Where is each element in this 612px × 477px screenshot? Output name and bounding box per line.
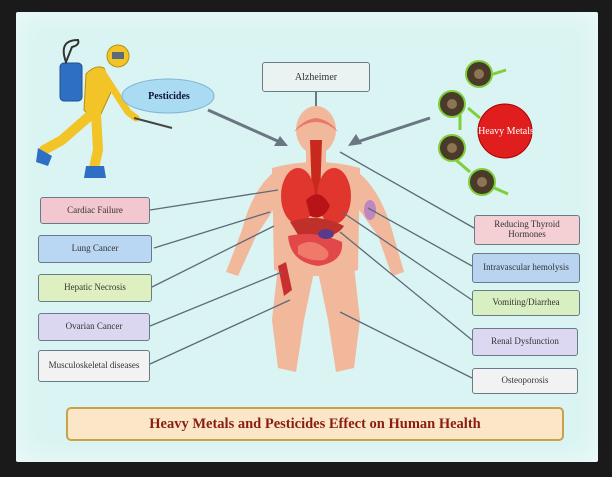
cardiac-failure-box: Cardiac Failure [40, 197, 150, 224]
vomiting-box: Vomiting/Diarrhea [472, 290, 580, 316]
renal-box: Renal Dysfunction [472, 328, 578, 356]
pesticides-label: Pesticides [126, 82, 212, 110]
musculoskeletal-box: Musculoskeletal diseases [38, 350, 150, 382]
lung-cancer-box: Lung Cancer [38, 235, 152, 263]
heavy-metals-label: Heavy Metals [476, 110, 536, 154]
human-body-organs-icon [226, 106, 404, 372]
heavy-metals-arrow [354, 118, 430, 143]
pesticides-arrow [208, 110, 282, 143]
title-banner: Heavy Metals and Pesticides Effect on Hu… [66, 407, 564, 441]
alzheimer-box: Alzheimer [262, 62, 370, 92]
hepatic-necrosis-box: Hepatic Necrosis [38, 274, 152, 302]
ovarian-cancer-box: Ovarian Cancer [38, 313, 150, 341]
thyroid-box: Reducing Thyroid Hormones [474, 215, 580, 245]
hemolysis-box: Intravascular hemolysis [472, 253, 580, 283]
osteoporosis-box: Osteoporosis [472, 368, 578, 394]
